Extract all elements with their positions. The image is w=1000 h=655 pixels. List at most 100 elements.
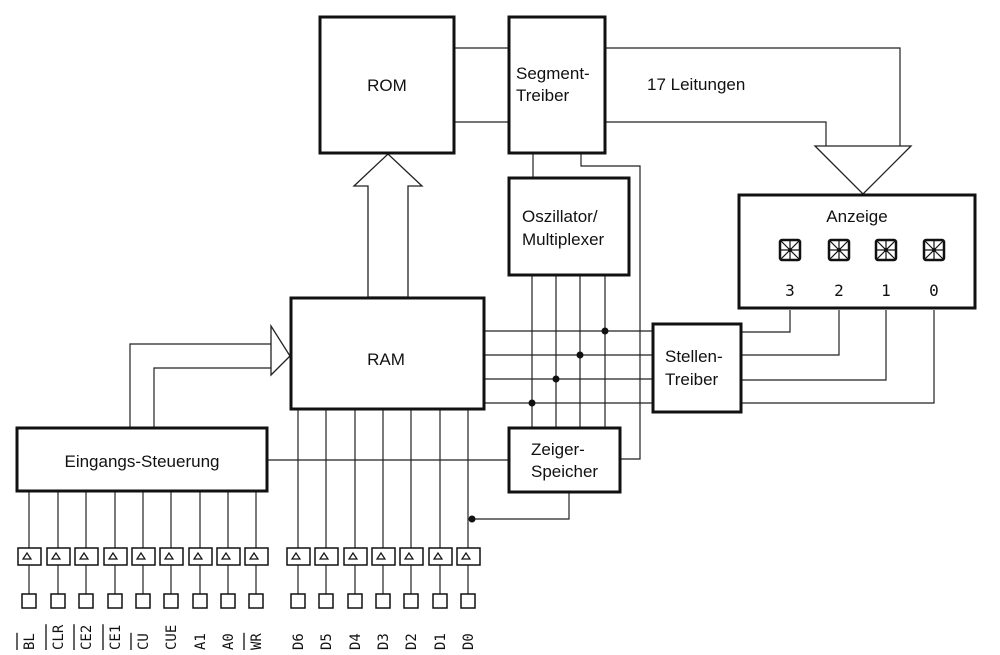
pin-bl[interactable]: BL	[16, 547, 42, 650]
pin-label: WR	[249, 633, 265, 650]
wire-digit-1	[742, 310, 887, 381]
pin-pad[interactable]	[318, 593, 334, 609]
digit-driver-label-2: Treiber	[665, 370, 719, 389]
pin-d6[interactable]: D6	[286, 547, 311, 650]
rom-block: ROM	[318, 15, 456, 155]
oscillator-label-2: Multiplexer	[522, 230, 605, 249]
buffer-triangle-icon	[220, 551, 232, 560]
pin-d4[interactable]: D4	[343, 547, 368, 650]
wire-digit-2	[742, 310, 840, 356]
junction-dot	[552, 375, 560, 383]
pin-label: A1	[193, 633, 209, 650]
buffer-triangle-icon	[21, 551, 33, 560]
digit-0-segment-icon	[922, 238, 946, 262]
wires	[28, 47, 935, 548]
wire-seg-zeiger	[580, 154, 641, 460]
digit-label: 0	[929, 281, 939, 300]
pin-pad[interactable]	[78, 593, 94, 609]
pin-label: D3	[376, 633, 392, 650]
digit-label: 1	[881, 281, 891, 300]
buffer-triangle-icon	[375, 551, 387, 560]
buffer-triangle-icon	[403, 551, 415, 560]
pointer-memory-label-1: Zeiger-	[531, 440, 585, 459]
pin-pad[interactable]	[135, 593, 151, 609]
pin-pad[interactable]	[347, 593, 363, 609]
bus-label: 17 Leitungen	[647, 75, 745, 94]
pin-pad[interactable]	[50, 593, 66, 609]
buffer-triangle-icon	[107, 551, 119, 560]
pin-label: A0	[221, 633, 237, 650]
oscillator-multiplexer-block: Oszillator/ Multiplexer	[507, 176, 631, 277]
input-to-ram-arrowhead	[270, 323, 291, 377]
pin-pad[interactable]	[290, 593, 306, 609]
buffer-triangle-icon	[78, 551, 90, 560]
pin-label: CE1	[108, 625, 124, 650]
ram-block: RAM	[289, 296, 486, 411]
buffer-triangle-icon	[163, 551, 175, 560]
rom-label: ROM	[367, 76, 407, 95]
segment-driver-label-1: Segment-	[516, 64, 590, 83]
pin-pad[interactable]	[248, 593, 264, 609]
pin-label: BL	[22, 633, 38, 650]
pin-pad[interactable]	[107, 593, 123, 609]
pin-pad[interactable]	[403, 593, 419, 609]
display-label: Anzeige	[826, 207, 887, 226]
segment-driver-label-2: Treiber	[516, 86, 570, 105]
digit-label: 2	[834, 281, 844, 300]
pin-a1[interactable]: A1	[188, 547, 213, 650]
pin-d5[interactable]: D5	[314, 547, 339, 650]
pin-label: D0	[461, 633, 477, 650]
pin-label: CLR	[51, 624, 67, 650]
pin-cu[interactable]: CU	[130, 547, 156, 650]
control-lines	[28, 491, 257, 548]
pin-cue[interactable]: CUE	[159, 547, 184, 650]
digit-driver-label-1: Stellen-	[665, 347, 723, 366]
input-control-label: Eingangs-Steuerung	[64, 452, 219, 471]
wire-zeiger-d0	[472, 493, 570, 520]
wire-input-ram-1	[129, 343, 272, 428]
oscillator-label-1: Oszillator/	[522, 207, 598, 226]
pin-d0[interactable]: D0	[456, 547, 481, 650]
pin-pad[interactable]	[375, 593, 391, 609]
pin-pad[interactable]	[460, 593, 476, 609]
pin-pad[interactable]	[432, 593, 448, 609]
junction-dot	[601, 327, 609, 335]
pin-label: D1	[433, 633, 449, 650]
pin-d2[interactable]: D2	[399, 547, 424, 650]
pin-wr[interactable]: WR	[243, 547, 269, 650]
buffer-triangle-icon	[135, 551, 147, 560]
wire-input-ram-2	[153, 367, 272, 428]
buffer-triangle-icon	[347, 551, 359, 560]
pointer-memory-block: Zeiger- Speicher	[507, 426, 622, 494]
buffer-triangle-icon	[192, 551, 204, 560]
pin-label: CUE	[164, 625, 180, 650]
buffer-triangle-icon	[318, 551, 330, 560]
ram-label: RAM	[367, 350, 405, 369]
input-control-block: Eingangs-Steuerung	[15, 426, 269, 493]
pin-pad[interactable]	[220, 593, 236, 609]
pin-d3[interactable]: D3	[371, 547, 396, 650]
pin-d1[interactable]: D1	[428, 547, 453, 650]
pin-pad[interactable]	[163, 593, 179, 609]
buffer-triangle-icon	[248, 551, 260, 560]
bus-to-display-arrow	[813, 145, 913, 195]
ram-to-rom-arrow	[352, 153, 424, 298]
pin-ce1[interactable]: CE1	[102, 547, 128, 650]
pin-label: CU	[136, 633, 152, 650]
pin-clr[interactable]: CLR	[45, 547, 71, 650]
pin-label: D2	[404, 633, 420, 650]
ram-data-lines	[297, 409, 469, 548]
digit-label: 3	[785, 281, 795, 300]
pin-pad[interactable]	[192, 593, 208, 609]
buffer-triangle-icon	[290, 551, 302, 560]
pin-label: CE2	[79, 625, 95, 650]
pin-a0[interactable]: A0	[216, 547, 241, 650]
digit-1-segment-icon	[874, 238, 898, 262]
pin-ce2[interactable]: CE2	[73, 547, 99, 650]
junction-dot	[576, 351, 584, 359]
pin-pad[interactable]	[21, 593, 37, 609]
junction-dot	[468, 515, 476, 523]
buffer-triangle-icon	[460, 551, 472, 560]
